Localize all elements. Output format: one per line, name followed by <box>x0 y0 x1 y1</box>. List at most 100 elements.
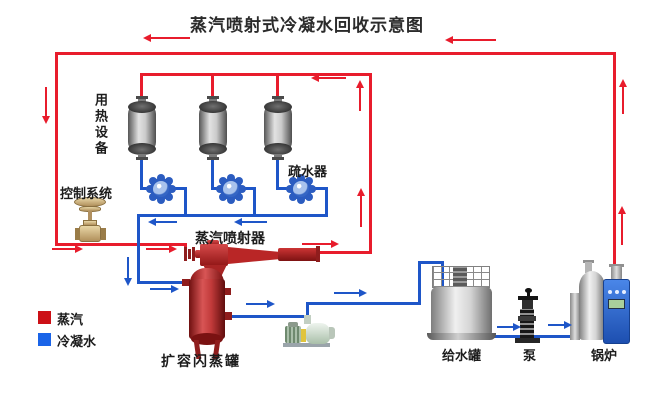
flash-tank-outlet-stub <box>224 312 232 320</box>
flow-arrow-left-icon <box>311 74 346 82</box>
flash-pump-body <box>306 323 330 344</box>
boiler-cylinder <box>579 271 605 340</box>
steam-line-to-valve <box>55 243 186 246</box>
ejector-cone <box>228 247 278 264</box>
steam-trap-icon-3 <box>290 178 312 200</box>
cond-drop-vessel-1 <box>140 160 143 190</box>
cond-trap1-outlet <box>168 187 187 190</box>
flash-tank-label: 扩容闪蒸罐 <box>161 353 241 369</box>
valve-flange-right <box>101 228 106 240</box>
valve-flange-left <box>75 228 80 240</box>
steam-recycle-riser <box>369 73 372 254</box>
boiler-left-column <box>570 293 580 340</box>
valve-body <box>79 225 101 242</box>
feedpump-tee-handle <box>518 296 538 300</box>
boiler-top-stub <box>585 262 592 273</box>
flash-pump-suction-nub <box>304 315 311 324</box>
cond-drop-vessel-2 <box>211 160 214 190</box>
cond-trap1-inlet <box>140 187 154 190</box>
flow-arrow-up-icon <box>619 79 627 114</box>
cond-over-tank <box>418 261 444 264</box>
ejector-inlet-flange-2 <box>188 249 191 259</box>
legend-steam-swatch <box>38 311 51 324</box>
flow-arrow-up-icon <box>356 80 364 111</box>
steam-header <box>141 73 372 76</box>
cond-flashtank-outlet <box>226 315 308 318</box>
flash-pump-nozzle <box>329 327 335 339</box>
flow-arrow-down-icon <box>42 87 50 124</box>
boiler-indicator-3 <box>622 290 626 294</box>
flash-tank-body <box>189 279 225 339</box>
cond-pump-riser <box>306 302 309 318</box>
feedpump-top-ball <box>525 288 532 293</box>
steam-line-left <box>55 52 58 246</box>
pump-label: 泵 <box>523 348 537 363</box>
flow-arrow-right-icon <box>334 289 367 297</box>
legend-condensate-swatch <box>38 333 51 346</box>
feedpump-base <box>515 338 540 343</box>
cond-collector <box>137 214 328 217</box>
flow-arrow-right-icon <box>150 285 179 293</box>
flow-arrow-right-icon <box>146 245 177 253</box>
heat-vessel-2 <box>198 96 228 160</box>
steam-line-top <box>55 52 616 55</box>
flow-arrow-up-icon <box>618 206 626 245</box>
steam-drop-vessel-3 <box>276 73 279 98</box>
flow-arrow-left-icon <box>445 36 496 44</box>
cond-drop-vessel-3 <box>276 160 279 190</box>
flow-arrow-down-icon <box>124 257 132 286</box>
ejector-inlet-flange-1 <box>184 247 187 261</box>
feedtank-base <box>427 333 496 340</box>
flash-pump-motor <box>285 326 301 343</box>
flow-arrow-right-icon <box>302 240 339 248</box>
flow-arrow-right-icon <box>246 300 275 308</box>
flow-arrow-left-icon <box>143 34 190 42</box>
steam-trap-icon-1 <box>150 178 172 200</box>
flow-arrow-left-icon <box>234 218 267 226</box>
heat-equipment-label: 用热设备 <box>93 93 108 157</box>
flow-arrow-right-icon <box>497 323 521 331</box>
cond-left-drop <box>137 214 140 284</box>
cond-riser-to-tank <box>418 261 421 305</box>
boiler-display-screen <box>608 299 625 309</box>
cond-trap2-inlet <box>211 187 224 190</box>
feedpump-body <box>520 309 534 338</box>
cond-trap3-inlet <box>276 187 294 190</box>
steam-discharge-line <box>318 251 372 254</box>
cond-trap2-down <box>253 187 256 217</box>
cond-flashtank-inlet <box>137 281 193 284</box>
feedpump-upper-block <box>522 300 533 309</box>
ejector-nub <box>207 240 219 246</box>
valve-stem <box>88 211 92 221</box>
boiler-stub-cap <box>583 260 594 263</box>
flash-pump-motor-cap <box>288 322 298 327</box>
boiler-label: 锅炉 <box>591 348 618 363</box>
steam-riser-boiler <box>613 52 616 268</box>
flow-arrow-up-icon <box>357 188 365 227</box>
legend-condensate-label: 冷凝水 <box>57 334 97 349</box>
flash-tank-stub-left <box>182 279 190 286</box>
feedtank-body <box>431 287 492 335</box>
heat-vessel-1 <box>127 96 157 160</box>
steam-ejector-label: 蒸汽喷射器 <box>195 230 265 246</box>
control-system-label: 控制系统 <box>60 186 113 201</box>
steam-drop-vessel-1 <box>140 73 143 98</box>
legend-steam-label: 蒸汽 <box>57 312 84 327</box>
feedtank-hatch <box>453 267 467 286</box>
flow-arrow-right-icon <box>52 245 83 253</box>
ejector-body <box>200 244 228 266</box>
flow-arrow-left-icon <box>148 218 177 226</box>
control-valve <box>70 197 110 249</box>
ejector-inlet-flange-3 <box>192 247 195 261</box>
diagram-title: 蒸汽喷射式冷凝水回收示意图 <box>190 16 424 35</box>
ejector-end-flange <box>316 246 320 262</box>
heat-vessel-3 <box>263 96 293 160</box>
flow-arrow-right-icon <box>548 321 572 329</box>
cond-trap3-down <box>325 187 328 217</box>
feedpump-collar <box>518 316 536 321</box>
steam-trap-label: 疏水器 <box>288 164 328 179</box>
cond-trap2-outlet <box>238 187 256 190</box>
feedpump-stem <box>527 292 530 298</box>
steam-drop-vessel-2 <box>211 73 214 98</box>
